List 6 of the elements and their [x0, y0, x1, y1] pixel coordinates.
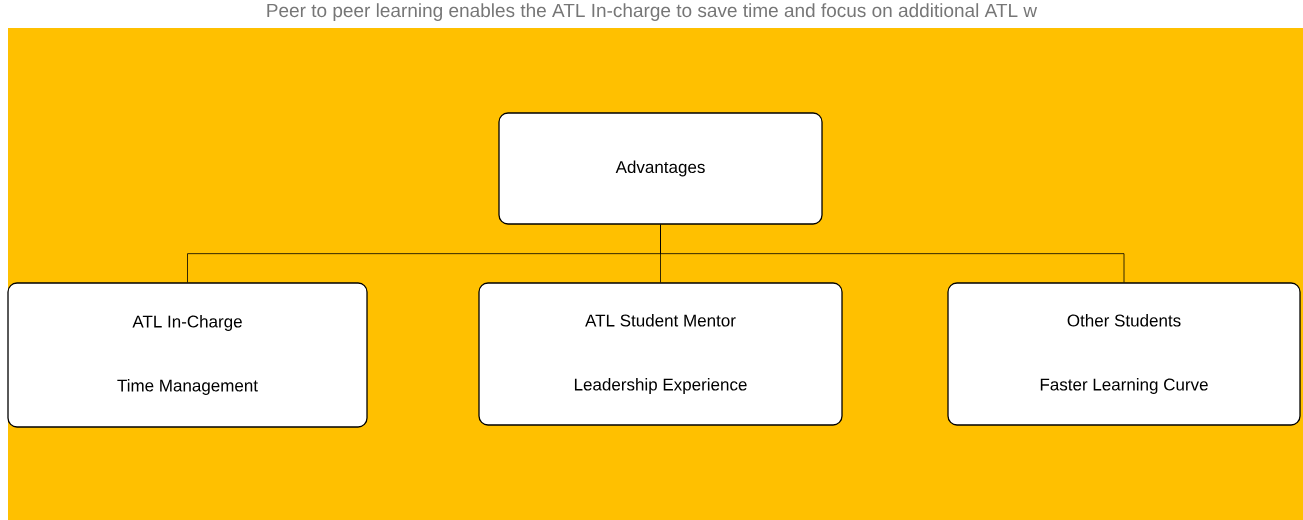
category-box: Other Students Faster Learning Curve: [947, 282, 1301, 426]
connector-line: [660, 224, 1125, 283]
category-box: ATL In-Charge Time Management: [7, 282, 368, 428]
root-box: Advantages: [498, 112, 823, 225]
heading-text: Peer to peer learning enables the ATL In-charge to save time and focus on additional ATL w: [267, 3, 1038, 21]
category-box: ATL Student Mentor Leadership Experience: [478, 282, 843, 426]
